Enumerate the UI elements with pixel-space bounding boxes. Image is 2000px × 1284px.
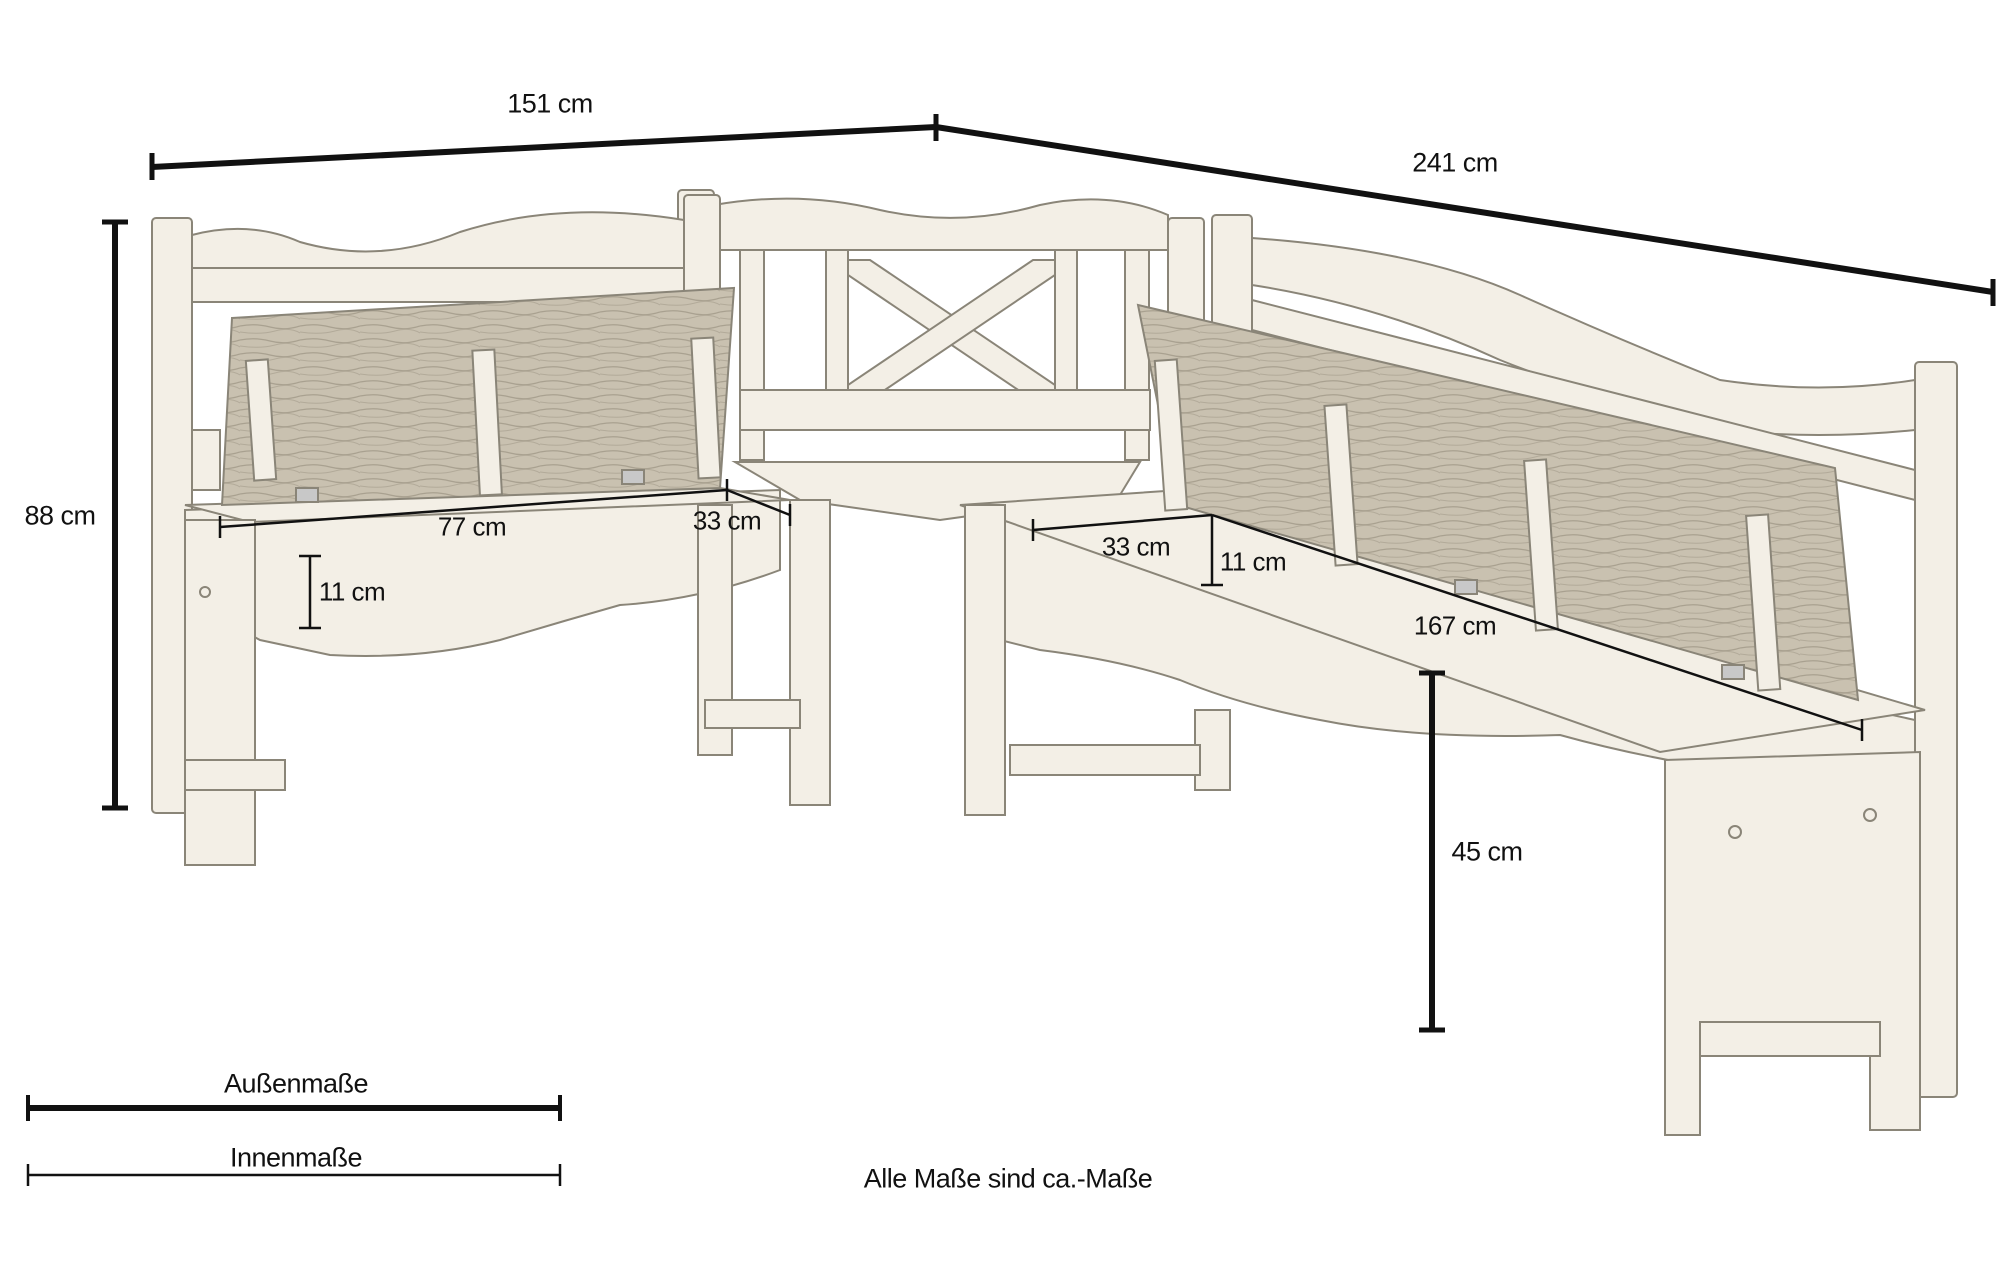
right-bench-inner-leg [964, 504, 1006, 816]
right-bench-end-panel [1664, 750, 1921, 1136]
label-right-167: 167 cm [1413, 610, 1497, 641]
corner-slat-c [825, 249, 849, 401]
left-bench-foot-rail [184, 759, 286, 791]
label-right-33: 33 cm [1101, 531, 1171, 562]
dim-right-33-line [1032, 513, 1213, 532]
dim-left-33-line [726, 488, 791, 517]
label-left-77: 77 cm [437, 511, 507, 542]
right-bench-knob-1 [1728, 825, 1742, 839]
left-lid-hinge-2 [621, 469, 645, 485]
right-bench-end-post [1914, 361, 1958, 1098]
dim-77-line [219, 488, 728, 529]
label-right-11: 11 cm [1219, 546, 1287, 577]
label-88: 88 cm [24, 500, 96, 531]
left-bench-inner-leg [789, 499, 831, 806]
corner-slat-d [1054, 249, 1078, 401]
left-bench [151, 194, 831, 866]
right-bench-end-foot-rail [1699, 1021, 1881, 1057]
right-bench-rear-foot-rail [1009, 744, 1201, 776]
label-241: 241 cm [1412, 147, 1498, 178]
dim-167-line [1211, 513, 1863, 732]
right-lid-batten-2 [1323, 403, 1359, 567]
left-lid-batten-2 [471, 348, 503, 497]
dim-151-line [151, 124, 937, 170]
right-lid-batten-1 [1153, 358, 1189, 512]
legend-outer-label: Außenmaße [223, 1068, 369, 1099]
corner-lower-rail [739, 389, 1151, 431]
left-lid-batten-3 [690, 336, 722, 480]
right-bench-box-top [959, 488, 1926, 754]
right-lid-batten-4 [1745, 513, 1782, 692]
right-bench-knob-2 [1863, 808, 1877, 822]
left-bench-side-rail [191, 429, 221, 491]
approx-note: Alle Maße sind ca.-Maße [863, 1163, 1153, 1194]
left-bench-top-rail [191, 211, 685, 269]
left-lid-batten-1 [244, 358, 278, 482]
label-151: 151 cm [507, 88, 593, 119]
right-lid-batten-3 [1523, 458, 1559, 632]
right-bench-top-rail [1251, 236, 1916, 436]
dim-241-line [935, 124, 1994, 295]
left-lid-hinge-1 [295, 487, 319, 503]
label-45: 45 cm [1451, 836, 1523, 867]
dimension-lines [26, 114, 1996, 1186]
corner-top-rail [713, 197, 1169, 251]
corner-backrest [677, 189, 1205, 522]
left-bench-rear-foot-rail [704, 699, 801, 729]
legend-inner-label: Innenmaße [229, 1142, 363, 1173]
left-bench-knob [199, 586, 211, 598]
left-bench-front-leg [184, 519, 256, 866]
right-bench [959, 214, 1958, 1136]
right-lid-hinge-2 [1721, 664, 1745, 680]
right-lid-hinge-1 [1454, 579, 1478, 595]
label-left-33: 33 cm [692, 505, 762, 536]
label-left-11: 11 cm [318, 576, 386, 607]
